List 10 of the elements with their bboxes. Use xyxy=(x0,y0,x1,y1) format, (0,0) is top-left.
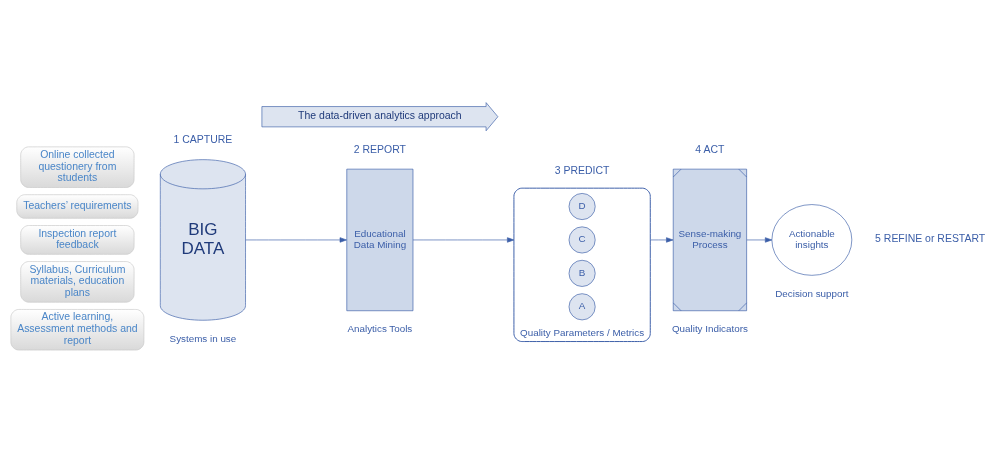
node-label: Decision support xyxy=(775,287,849,299)
label: 3 PREDICT xyxy=(554,164,610,176)
node-label: Quality Parameters / Metrics xyxy=(520,326,645,338)
node-label: Analytics Tools xyxy=(347,322,413,334)
label: 4 ACT xyxy=(695,143,725,155)
node-label: Systems in use xyxy=(169,332,237,344)
node-label: Quality Indicators xyxy=(671,322,748,334)
label: 1 CAPTURE xyxy=(173,133,233,145)
label: 5 REFINE or RESTART xyxy=(875,232,986,244)
label: 2 REPORT xyxy=(353,143,406,155)
